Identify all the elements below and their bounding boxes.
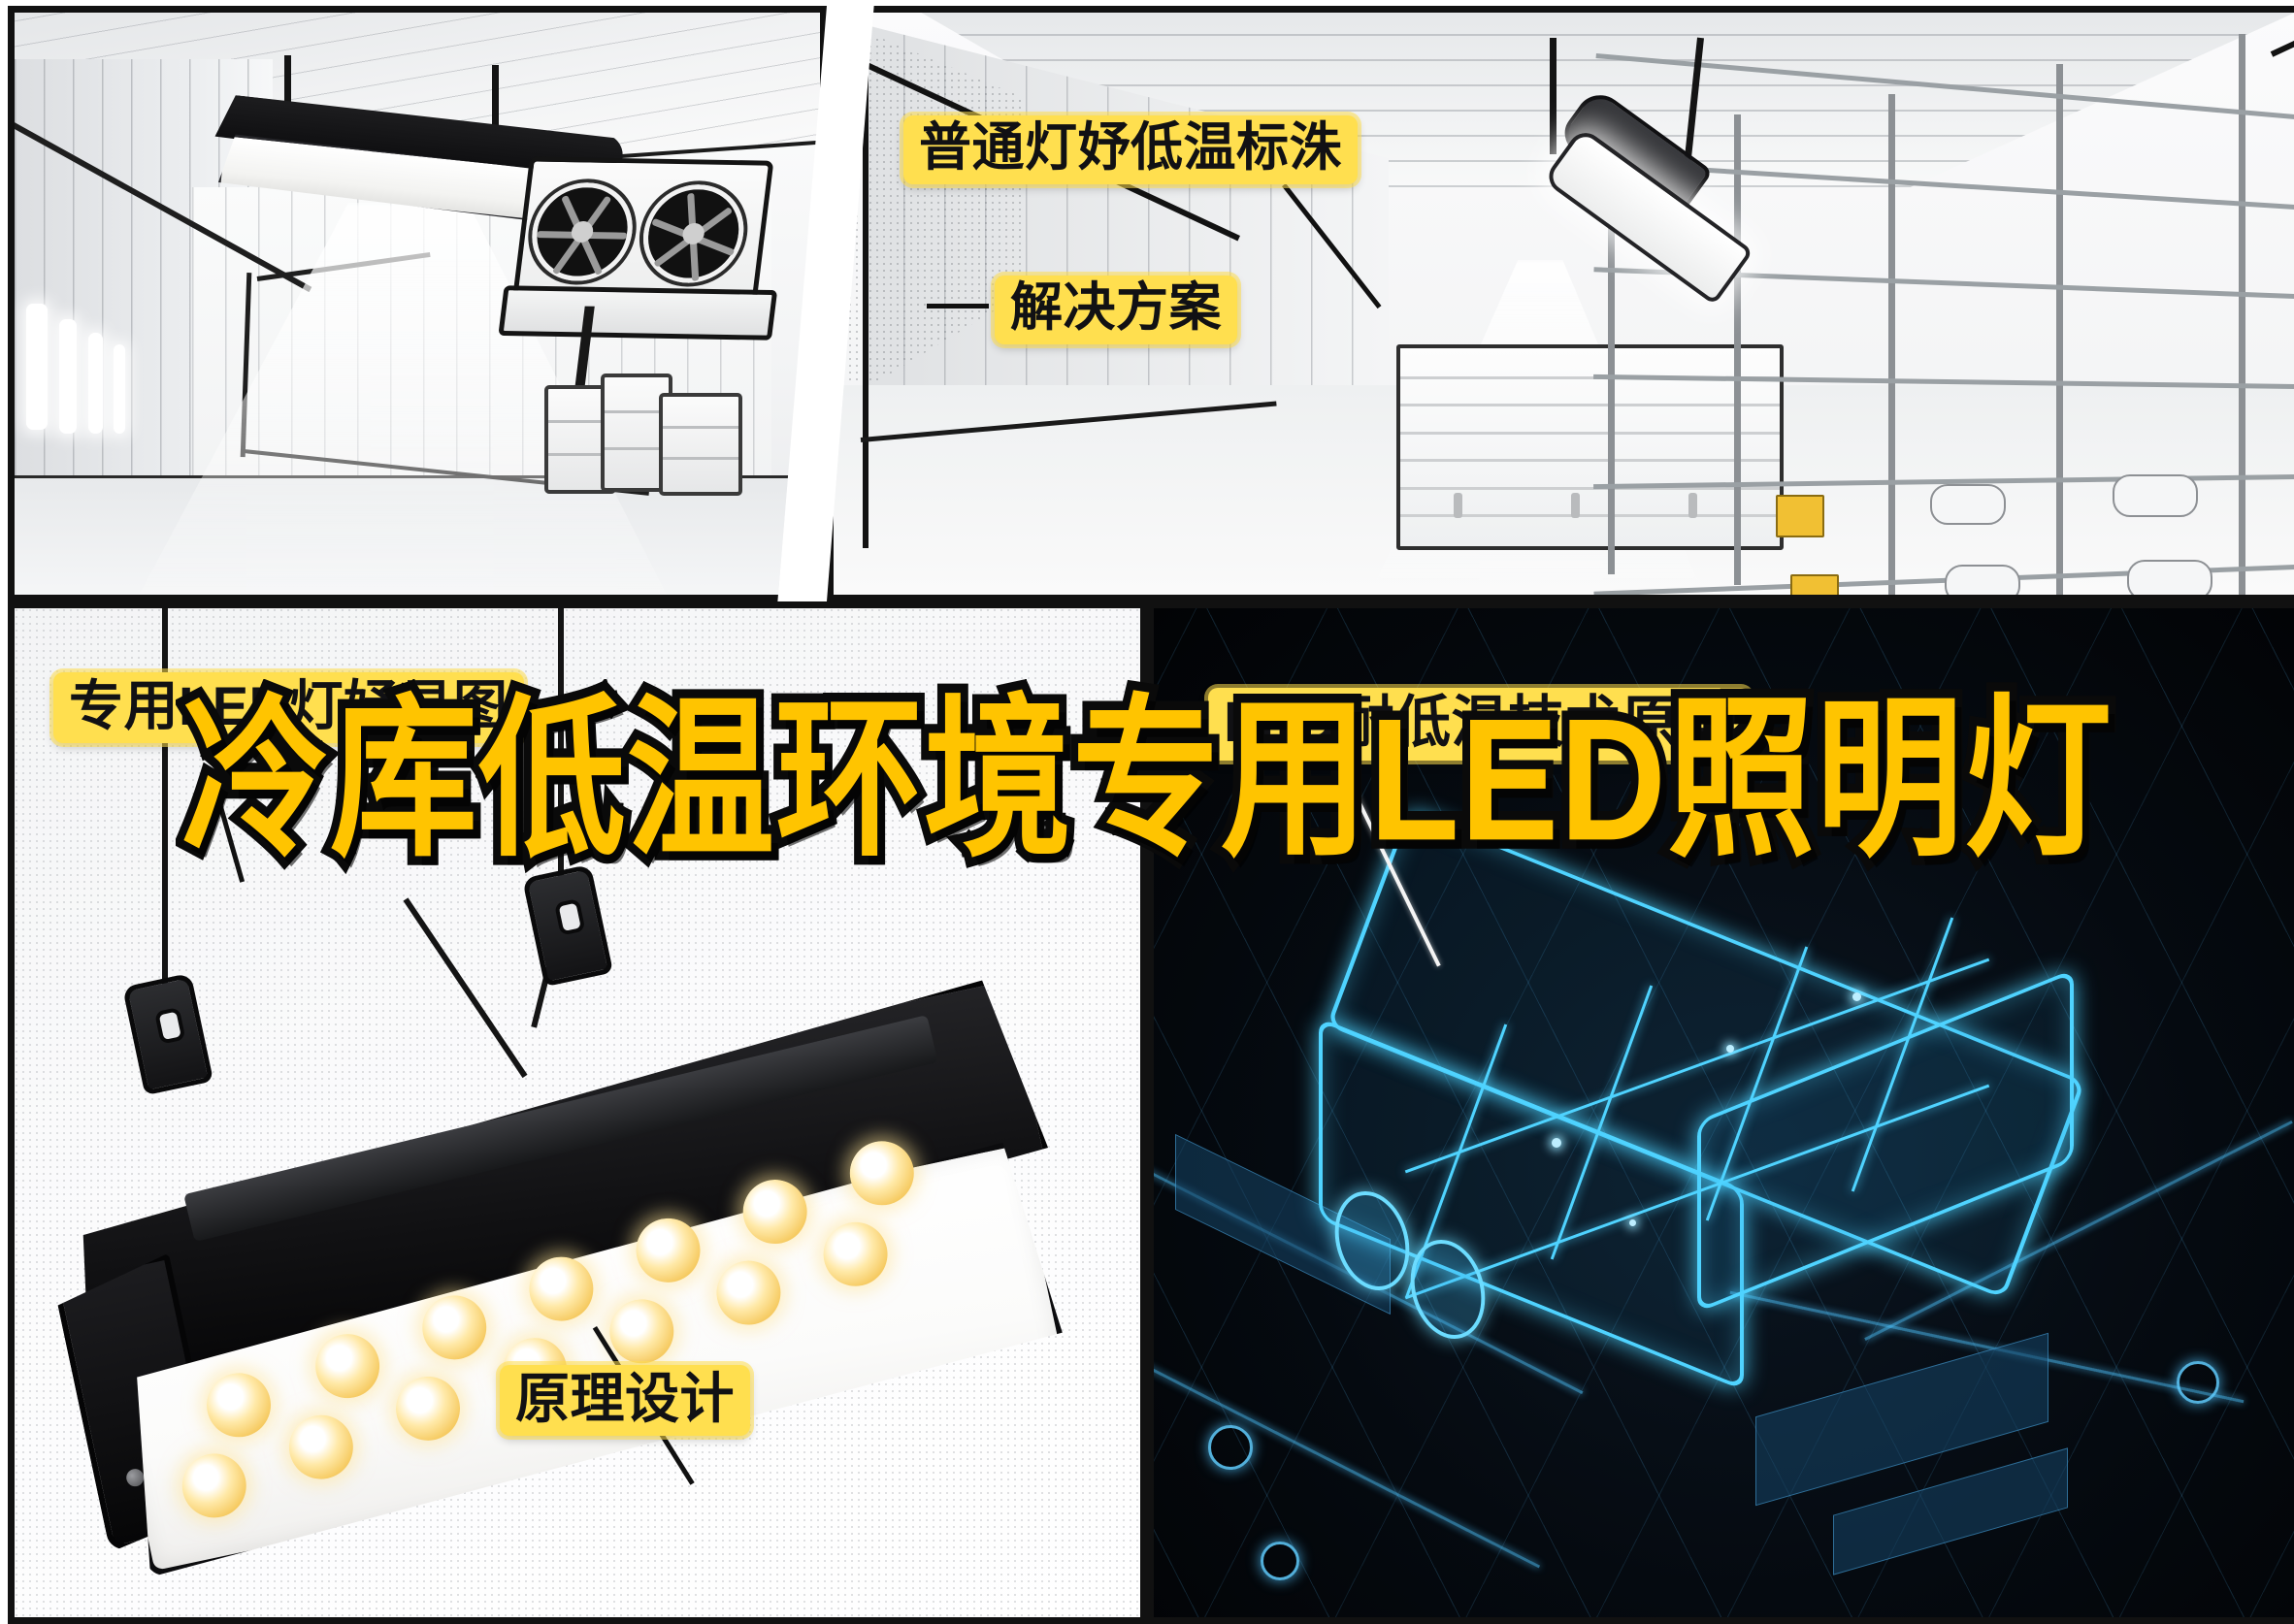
holo-spark [1852, 992, 1861, 1001]
goods-stack-group [544, 364, 748, 496]
callout-principle-design: 原理设计 [500, 1365, 750, 1437]
wall-light-slot [59, 319, 77, 434]
suspension-wire [162, 608, 168, 994]
corridor-edge [863, 63, 868, 548]
pendant-rod [284, 55, 291, 123]
crate-item [1789, 574, 1839, 595]
wall-light-slot [26, 304, 48, 430]
mounting-bracket [121, 972, 214, 1096]
panel-product-detail: 专用LED灯妤易图 原理设计 [8, 601, 1147, 1624]
mounting-bracket [521, 863, 614, 988]
panel-corridor-problem-solution: 普通灯妤低温标洙 解决方案 [827, 6, 2294, 601]
perspective-grid [1154, 608, 2294, 1617]
crate-item [1776, 494, 1825, 537]
callout-leader-line [208, 769, 246, 883]
pendant-rod [1550, 38, 1557, 154]
panel-tech-principle: LED耐低温技术原理 [1147, 601, 2294, 1624]
panel-cold-room-overview [8, 6, 827, 601]
crate-item [1930, 484, 2007, 526]
crate-item [2126, 559, 2212, 595]
goods-stack [659, 393, 742, 496]
suspension-wire [403, 897, 528, 1079]
holo-spark [1552, 1138, 1561, 1148]
storage-rack [1593, 34, 2294, 595]
evaporator-unit [498, 156, 778, 402]
cold-room-scene [15, 13, 820, 595]
evaporator-drip-tray [498, 285, 778, 341]
corridor-scene: 普通灯妤低温标洙 解决方案 [834, 13, 2294, 595]
crate-item [1944, 565, 2020, 595]
bracket-hole [154, 1007, 186, 1045]
pcb-node [1208, 1425, 1253, 1470]
pcb-node [2177, 1361, 2219, 1404]
wall-light-slot [114, 344, 125, 434]
holo-spark [1629, 1219, 1636, 1226]
wall-light-slot [88, 333, 103, 434]
tech-principle-scene: LED耐低温技术原理 [1154, 608, 2294, 1617]
callout-solution: 解决方案 [995, 276, 1237, 345]
callout-leader-line [927, 304, 989, 309]
holographic-lamp-wireframe [1309, 807, 2124, 1443]
holo-spark [1726, 1045, 1734, 1053]
pcb-node [1261, 1542, 1299, 1580]
pendant-rod [492, 65, 499, 145]
callout-ordinary-lamp-low-temp-failure: 普通灯妤低温标洙 [903, 115, 1358, 185]
callout-dedicated-led-lamp-diagram: 专用LED灯妤易图 [53, 672, 524, 744]
crate-item [2113, 474, 2199, 518]
callout-led-low-temp-tech-principle: LED耐低温技术原理 [1208, 688, 1752, 762]
suspension-wire [558, 608, 564, 899]
bracket-hole [554, 898, 586, 936]
product-detail-scene: 专用LED灯妤易图 原理设计 [15, 608, 1140, 1617]
